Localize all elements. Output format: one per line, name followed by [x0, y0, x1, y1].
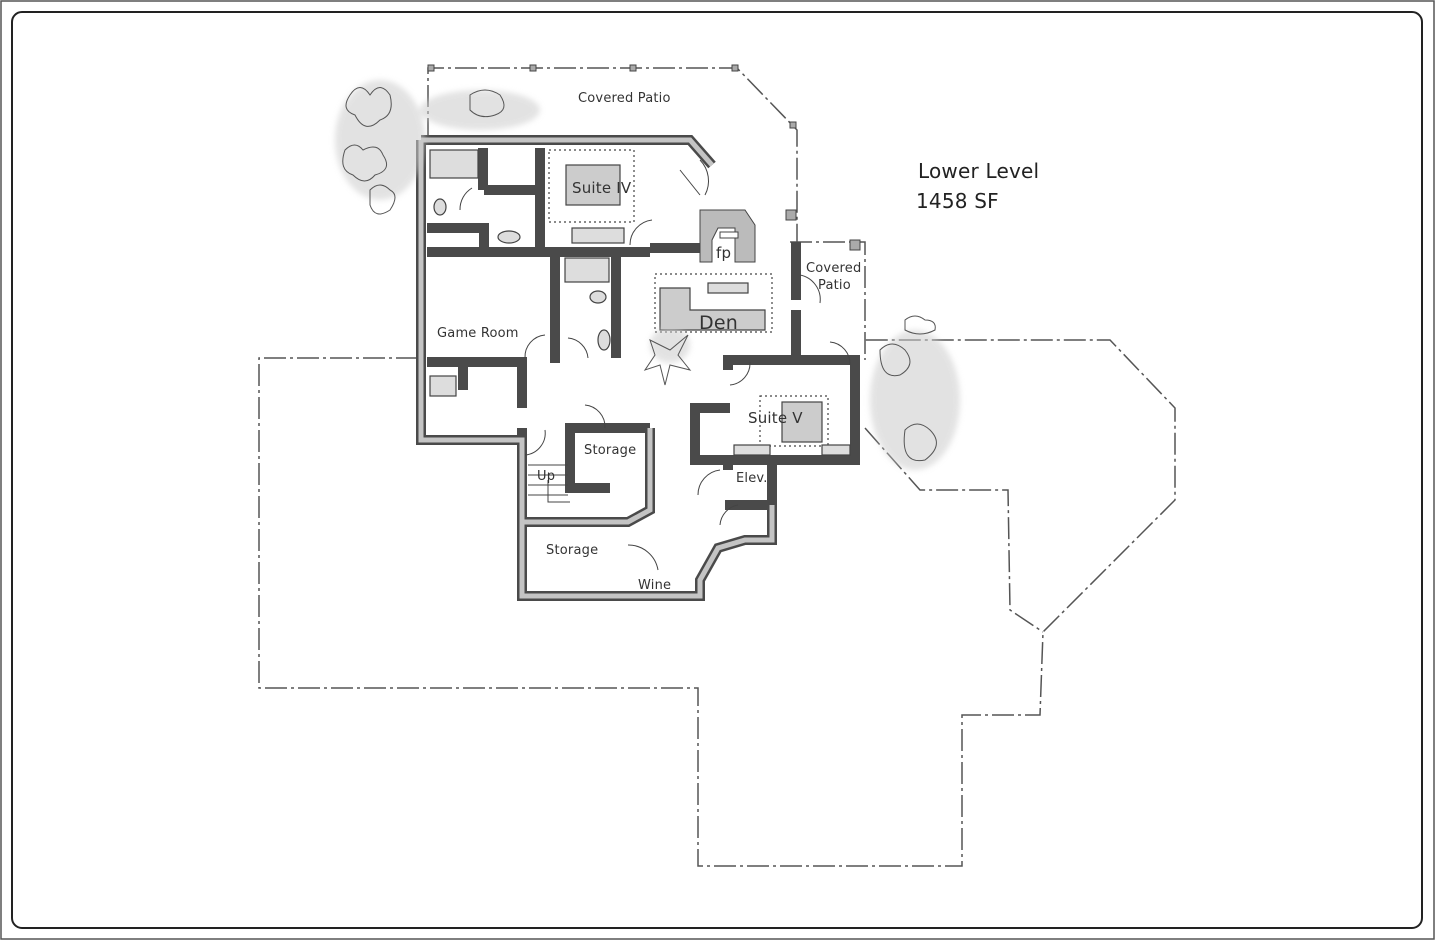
upper-footprint-outline	[258, 339, 1176, 867]
room-label-covered-patio-right: Patio	[818, 278, 851, 293]
room-label-storage-lower: Storage	[546, 543, 599, 558]
room-label-suite-v: Suite V	[748, 409, 803, 427]
dresser	[733, 444, 771, 456]
sink	[497, 230, 521, 244]
stairs	[528, 464, 570, 503]
bathtub	[564, 257, 610, 283]
sheet-border	[11, 11, 1423, 929]
shrub-icons	[342, 87, 937, 462]
den-rug	[654, 273, 773, 333]
room-label-den: Den	[699, 312, 738, 334]
room-label-suite-iv: Suite IV	[572, 179, 632, 197]
room-label-wine: Wine	[638, 578, 672, 593]
room-label-storage: Storage	[584, 443, 637, 458]
rug	[759, 395, 829, 447]
toilet	[589, 290, 607, 304]
room-label-elevator: Elev.	[736, 471, 768, 486]
patio-posts	[427, 64, 861, 251]
area-label: 1458 SF	[916, 189, 999, 213]
doors	[459, 159, 851, 571]
toilet	[433, 198, 447, 216]
room-label-covered-patio-right: Covered	[806, 261, 862, 276]
room-label-covered-patio: Covered Patio	[578, 91, 671, 106]
dresser	[821, 444, 851, 456]
rug	[548, 149, 635, 223]
fireplace-drawing	[699, 209, 756, 263]
room-label-game-room: Game Room	[437, 326, 519, 341]
bed	[565, 164, 621, 206]
fixtures	[429, 149, 851, 456]
bathtub	[429, 149, 479, 179]
stair-up-label: Up	[537, 469, 556, 484]
dresser	[571, 227, 625, 244]
coffee-table	[707, 282, 749, 294]
washer	[429, 375, 457, 397]
level-title: Lower Level	[918, 159, 1040, 183]
walls	[416, 135, 860, 601]
sink	[597, 329, 611, 351]
fireplace-label: fp	[716, 244, 732, 262]
bed	[781, 401, 823, 443]
landscaping-shading	[335, 80, 960, 470]
